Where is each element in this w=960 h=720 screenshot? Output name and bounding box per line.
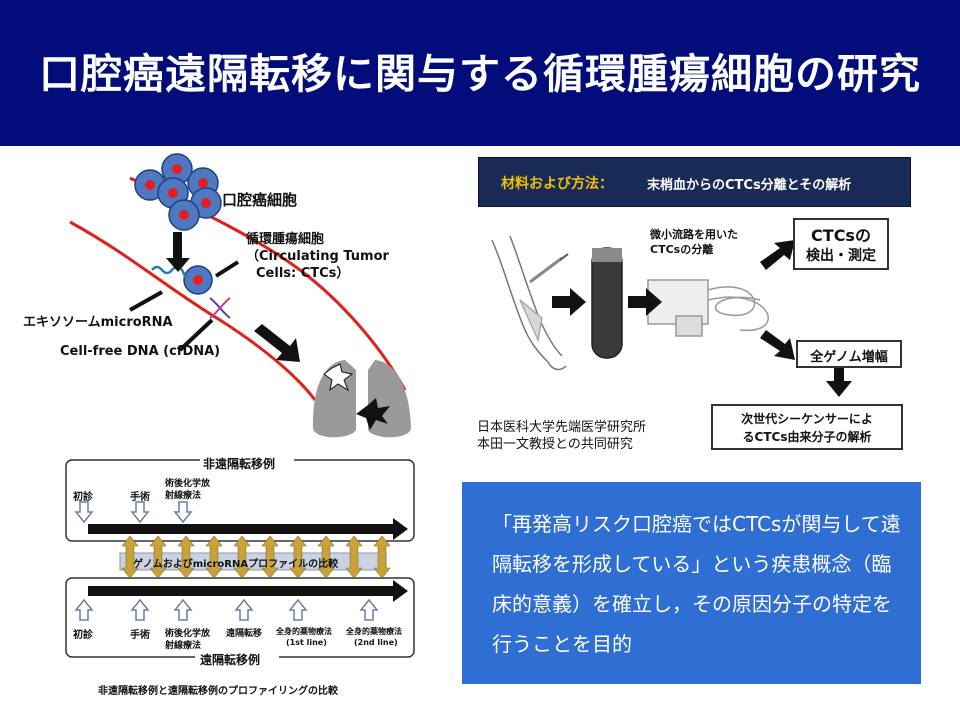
oral-cancer-cell-cluster [134, 153, 222, 231]
upper-step-chemoradiation-1: 術後化学放 [165, 479, 211, 489]
ctc-detection-line1: CTCsの [811, 226, 871, 245]
metastatic-label: 遠隔転移例 [200, 653, 261, 667]
methods-header-bar: 材料および方法： 末梢血からのCTCs分離とその解析 [478, 157, 911, 207]
upper-step-chemoradiation-2: 射線療法 [165, 491, 202, 501]
lower-step-distant-metastasis: 遠隔転移 [226, 629, 263, 639]
blood-vessel [69, 176, 407, 401]
lower-step-surgery: 手術 [130, 630, 150, 641]
arm-illustration [491, 235, 569, 371]
lower-step-chemoradiation-1: 術後化学放 [165, 629, 211, 639]
microfluidic-chip-icon [647, 279, 769, 337]
ngs-analysis-box: 次世代シーケンサーによ るCTCs由来分子の解析 [711, 404, 903, 450]
methods-description: 末梢血からのCTCs分離とその解析 [647, 178, 852, 193]
ctc-detection-line2: 検出・測定 [806, 248, 876, 264]
ctc-label-line2: （Circulating Tumor [246, 249, 389, 264]
upper-step-first-visit: 初診 [73, 492, 93, 503]
lower-step-systemic-1st-line: (1st line) [286, 638, 327, 647]
lower-step-systemic-2nd: 全身的薬物療法 [346, 627, 402, 636]
wga-box: 全ゲノム増幅 [796, 340, 902, 368]
page-title: 口腔癌遠隔転移に関与する循環腫瘍細胞の研究 [39, 50, 921, 98]
non-metastatic-label: 非遠隔転移例 [203, 457, 276, 471]
ctc-detection-box: CTCsの 検出・測定 [793, 218, 889, 270]
dna-helix-icon [209, 297, 231, 319]
lower-step-chemoradiation-2: 射線療法 [165, 641, 202, 651]
ctc-label-line1: 循環腫瘍細胞 [246, 232, 325, 247]
lower-step-first-visit: 初診 [73, 630, 93, 641]
ctc-label-line3: Cells: CTCs） [256, 266, 350, 281]
timeline-caption: 非遠隔転移例と遠隔転移例のプロファイリングの比較 [98, 686, 338, 697]
title-banner: 口腔癌遠隔転移に関与する循環腫瘍細胞の研究 [0, 0, 960, 146]
upper-step-surgery: 手術 [130, 492, 150, 503]
ngs-analysis-line1: 次世代シーケンサーによ [741, 412, 873, 426]
objective-text: 「再発高リスク口腔癌ではCTCsが関与して遠隔転移を形成している」という疾患概念… [492, 512, 901, 656]
lower-step-systemic-2nd-line: (2nd line) [354, 638, 398, 647]
ctc-cell [183, 265, 213, 295]
timeline-panel [65, 456, 415, 663]
blood-tube-icon [591, 247, 623, 359]
flow-arrows [552, 240, 852, 397]
oral-cancer-cells-label: 口腔癌細胞 [222, 191, 298, 209]
cfdna-label: Cell-free DNA (cfDNA) [60, 344, 221, 359]
pointer-arrows [129, 232, 300, 362]
lower-step-systemic-1st: 全身的薬物療法 [276, 627, 332, 636]
microfluidic-label-line1: 微小流路を用いた [650, 228, 738, 241]
objective-box: 「再発高リスク口腔癌ではCTCsが関与して遠隔転移を形成している」という疾患概念… [462, 482, 921, 684]
methods-heading: 材料および方法： [501, 176, 613, 192]
collaboration-line1: 日本医科大学先端医学研究所 [477, 420, 647, 435]
microfluidic-label-line2: CTCsの分離 [650, 243, 714, 256]
lungs-icon [312, 345, 411, 440]
comparison-label: ゲノムおよびmicroRNAプロファイルの比較 [133, 559, 339, 570]
collaboration-line2: 本田一文教授との共同研究 [477, 437, 633, 452]
exosome-microrna-label: エキソソームmicroRNA [23, 315, 173, 330]
ngs-analysis-line2: るCTCs由来分子の解析 [742, 430, 872, 444]
